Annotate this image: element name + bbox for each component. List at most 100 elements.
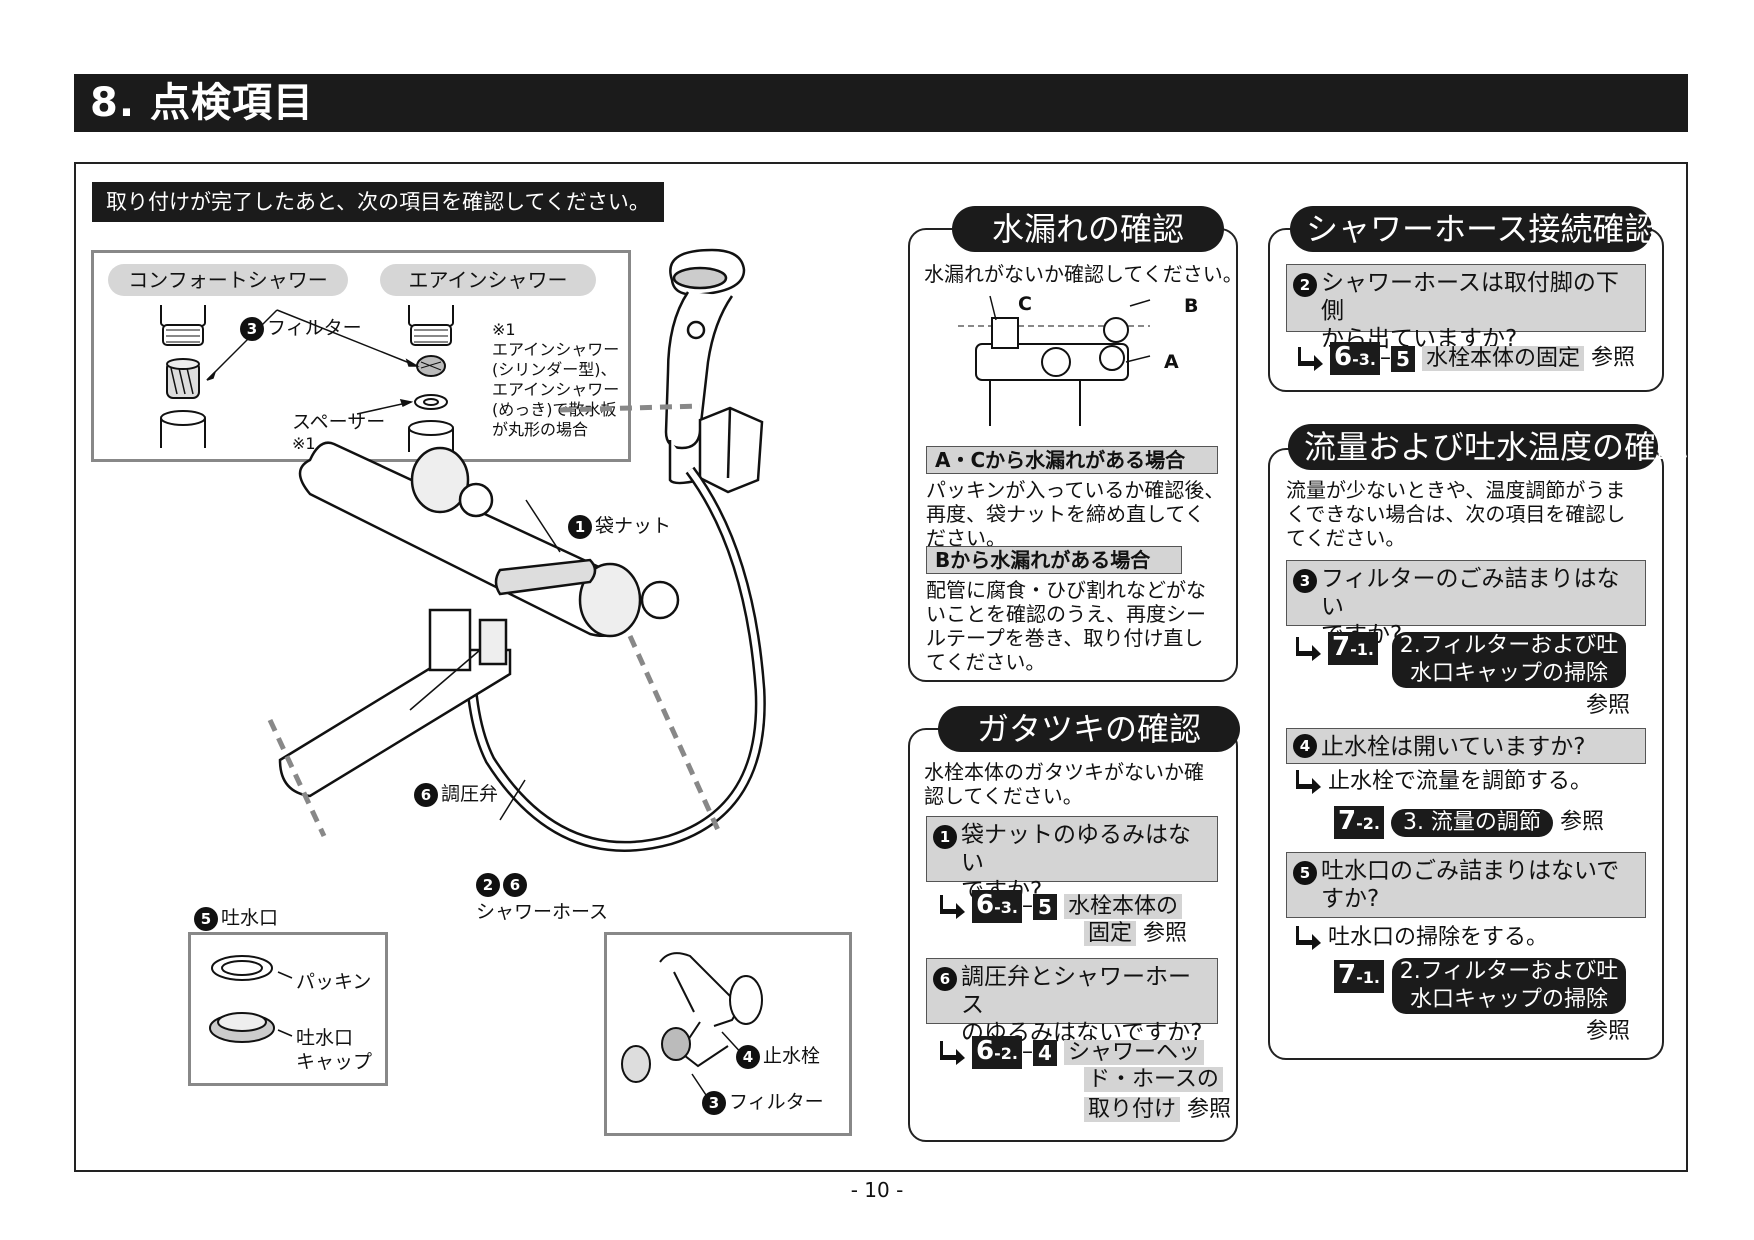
note-line: (めっき)で散水板 [492, 400, 617, 419]
filter-parts-illustration [160, 305, 454, 452]
text-line: 認してください。 [924, 784, 1083, 808]
faucet-illustration [267, 248, 766, 852]
flow-answer-4: 止水栓で流量を調節する。 [1296, 768, 1592, 796]
ref-label: 参照 [1143, 921, 1188, 946]
leak-b-heading: Bから水漏れがある場合 [926, 546, 1182, 574]
flow-reference-5-title: 2.フィルターおよび吐 水口キャップの掃除 [1392, 958, 1626, 1014]
dashed-leader-lines [267, 403, 721, 838]
spout-cap-label-2: キャップ [296, 1051, 373, 1073]
spout-parts-illustration [209, 955, 293, 1043]
flow-answer-5: 吐水口の掃除をする。 [1296, 924, 1548, 952]
note-line: が丸形の場合 [492, 420, 589, 439]
hose-reference: 6-3.–5 水栓本体の固定 参照 [1298, 342, 1635, 375]
arrow-icon [1296, 770, 1321, 794]
answer-text: 止水栓で流量を調節する。 [1328, 769, 1593, 794]
question-number-badge: 3 [1293, 569, 1317, 593]
ref-title: シャワーヘッ [1063, 1039, 1204, 1065]
text-line: てください。 [926, 650, 1046, 674]
stop-valve-illustration [621, 952, 763, 1105]
packing-label: パッキン [296, 971, 372, 993]
leak-check-title: 水漏れの確認 [952, 206, 1224, 252]
text-line: ルテープを巻き、取り付け直し [926, 626, 1204, 650]
comfort-shower-parts [160, 305, 206, 448]
spacer-note: ※1 [292, 434, 316, 453]
rattle-reference-2: 6-2.–4 シャワーヘッ [940, 1036, 1204, 1069]
ref-title: 水栓本体の固定 [1421, 345, 1584, 371]
text-line: 水栓本体のガタツキがないか確 [924, 760, 1204, 784]
leak-label-a: A [1164, 351, 1179, 373]
leak-ac-text: パッキンが入っているか確認後、 再度、袋ナットを締め直してく ださい。 [926, 478, 1224, 550]
page-number: - 10 - [850, 1178, 904, 1202]
flow-reference-4: 7-2. 3. 流量の調節 参照 [1334, 806, 1604, 839]
rattle-reference-1-line2: 固定 参照 [1084, 920, 1187, 948]
hose-number-badge: 6 [503, 872, 527, 897]
airin-shower-parts [408, 305, 454, 452]
ref-title: 取り付け [1084, 1097, 1181, 1122]
leak-label-b: B [1184, 295, 1199, 317]
arrow-icon [940, 894, 965, 919]
ref-title: 水栓本体の [1063, 893, 1182, 919]
ref-title: 3. 流量の調節 [1390, 808, 1553, 837]
filter-leader-lines [206, 309, 420, 415]
leak-check-text: 水漏れがないか確認してください。 [924, 262, 1243, 286]
answer-text: 吐水口の掃除をする。 [1328, 925, 1549, 950]
flow-reference-3-label: 参照 [1586, 693, 1631, 718]
spout-cap-label-1: 吐水口 [296, 1027, 354, 1049]
ref-title-line: 水口キャップの掃除 [1409, 987, 1608, 1012]
filter-number-badge: 3 [240, 316, 264, 341]
valve-number-badge: 6 [414, 782, 438, 807]
rattle-check-text: 水栓本体のガタツキがないか確 認してください。 [924, 760, 1204, 808]
text-line: くできない場合は、次の項目を確認し [1286, 502, 1626, 526]
arrow-icon [1296, 926, 1321, 950]
page-title: 8. 点検項目 [90, 80, 314, 126]
spout-number-badge: 5 [194, 906, 218, 931]
ref-label: 参照 [1559, 809, 1604, 835]
arrow-icon [940, 1040, 965, 1065]
flow-reference-3-title: 2.フィルターおよび吐 水口キャップの掃除 [1392, 632, 1626, 688]
rattle-reference-2-line2: ド・ホースの [1084, 1066, 1223, 1094]
flow-question-5: 5 吐水口のごみ詰まりはないで すか? [1286, 852, 1646, 918]
ref-label: 参照 [1590, 345, 1635, 371]
question-line: すか? [1321, 886, 1380, 912]
question-number-badge: 1 [933, 825, 957, 849]
hose-connection-title: シャワーホース接続確認 [1290, 206, 1656, 252]
question-line: シャワーホースは取付脚の下側 [1321, 270, 1619, 324]
shower-head [664, 248, 764, 494]
stop-valve-detail-box [604, 932, 852, 1136]
question-number-badge: 2 [1293, 273, 1317, 297]
ref-title-line: 2.フィルターおよび吐 [1399, 633, 1619, 658]
filter2-number-badge: 3 [702, 1090, 726, 1115]
ref-title-line: 水口キャップの掃除 [1409, 661, 1608, 686]
ref-title-line: 2.フィルターおよび吐 [1399, 959, 1619, 984]
flow-reference-5: 7-1. [1334, 960, 1384, 993]
step-ref-number: 5 [1390, 345, 1415, 372]
callout-lines [409, 499, 561, 821]
section-ref-number: 7-1. [1334, 960, 1384, 993]
note-line: エアインシャワー [492, 380, 620, 399]
rattle-reference-1: 6-3.–5 水栓本体の [940, 890, 1182, 923]
content-frame [74, 162, 1688, 1172]
spout-label: 吐水口 [221, 907, 279, 929]
airin-note: ※1 エアインシャワー (シリンダー型)、 エアインシャワー (めっき)で散水板… [492, 320, 619, 440]
hose-number-badge: 2 [476, 872, 500, 897]
text-line: いことを確認のうえ、再度シー [926, 602, 1206, 626]
flow-reference-5-label: 参照 [1586, 1019, 1631, 1044]
question-line: フィルターのごみ詰まりはない [1321, 566, 1620, 620]
stop-valve-label: 止水栓 [763, 1045, 821, 1067]
question-line: 袋ナットのゆるみはない [961, 822, 1191, 876]
section-ref-number: 6-2. [972, 1036, 1022, 1069]
spacer-label: スペーサー [292, 411, 386, 433]
spout-detail-box [188, 932, 388, 1086]
ref-title: 固定 [1084, 921, 1137, 946]
question-line: 止水栓は開いていますか? [1321, 734, 1586, 760]
filter-label: フィルター [267, 317, 362, 339]
step-ref-number: 4 [1032, 1039, 1057, 1066]
flow-temperature-text: 流量が少ないときや、温度調節がうま くできない場合は、次の項目を確認し てくださ… [1286, 478, 1625, 550]
ref-label: 参照 [1187, 1097, 1232, 1122]
